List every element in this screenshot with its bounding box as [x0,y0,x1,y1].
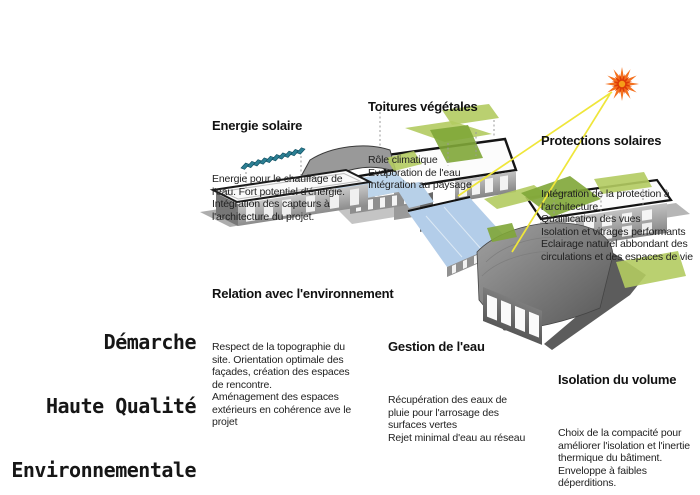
annotation-gestion-eau: Gestion de l'eau Récupération des eaux d… [388,303,525,480]
south-volume [476,222,646,350]
sun-icon [605,67,639,101]
annotation-body: Respect de la topographie du site. Orien… [212,341,352,428]
main-title: Démarche Haute Qualité Environnementale [0,326,196,486]
annotation-body: Récupération des eaux de pluie pour l'ar… [388,394,526,444]
annotation-protections-solaires: Protections solaires Intégration de la p… [541,97,693,299]
annotation-toitures-vegetales: Toitures végétales Rôle climatique Evapo… [368,63,478,228]
annotation-energie-solaire: Energie solaire Energie pour le chauffag… [212,82,345,259]
annotation-title: Energie solaire [212,118,303,133]
annotation-title: Protections solaires [541,133,662,148]
main-title-line-1: Démarche [103,330,197,354]
annotation-body: Energie pour le chauffage de l'eau. Fort… [212,173,345,223]
annotation-relation-environnement: Relation avec l'environnement Respect de… [212,250,394,465]
annotation-body: Intégration de la protection à l'archite… [541,188,693,263]
annotation-title: Gestion de l'eau [388,339,485,354]
annotation-title: Isolation du volume [558,372,677,387]
annotation-body: Choix de la compacité pour améliorer l'i… [558,427,690,489]
west-wing [209,168,374,226]
annotation-title: Relation avec l'environnement [212,286,394,301]
dotted-connector-line [245,112,644,215]
main-title-line-3: Environnementale [11,458,196,482]
solar-panels-icon [240,147,306,170]
sun-ray-line [457,91,613,253]
annotation-isolation-volume: Isolation du volume Choix de la compacit… [558,336,690,495]
main-title-line-2: Haute Qualité [45,394,197,418]
annotation-title: Toitures végétales [368,99,478,114]
annotation-body: Rôle climatique Evaporation de l'eau Int… [368,154,472,191]
